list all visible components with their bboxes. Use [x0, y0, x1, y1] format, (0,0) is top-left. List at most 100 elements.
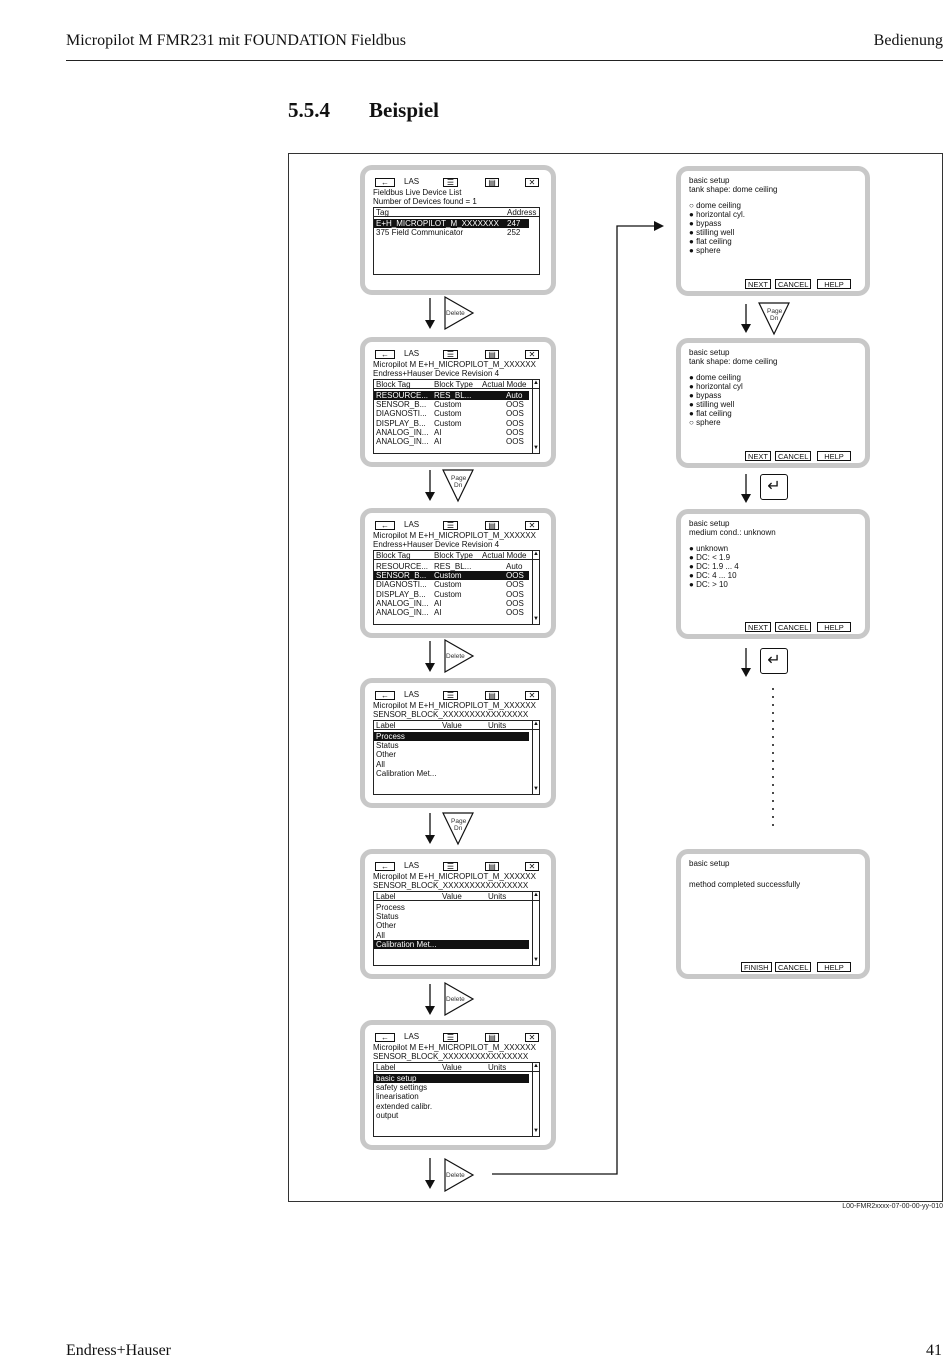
- handheld-screen-live-list: ← LAS ☰ ▤ ✕ Fieldbus Live Device List Nu…: [360, 165, 556, 295]
- help-button[interactable]: HELP: [817, 451, 851, 461]
- radio-option[interactable]: ● unknown: [689, 543, 729, 553]
- close-icon[interactable]: ✕: [525, 1033, 539, 1042]
- help-button[interactable]: HELP: [817, 622, 851, 632]
- scrollbar[interactable]: [532, 379, 539, 454]
- hot-key-icon[interactable]: ☰: [443, 178, 458, 187]
- next-button[interactable]: NEXT: [745, 279, 772, 289]
- menu-item[interactable]: Calibration Met...: [374, 940, 529, 950]
- radio-option[interactable]: ● dome ceiling: [689, 372, 741, 382]
- document-icon[interactable]: ▤: [485, 1033, 499, 1042]
- close-icon[interactable]: ✕: [525, 862, 539, 871]
- hot-key-icon[interactable]: ☰: [443, 350, 458, 359]
- radio-option[interactable]: ● DC: 4 ... 10: [689, 570, 737, 580]
- block-name: SENSOR_BLOCK_XXXXXXXXXXXXXXXX: [373, 1052, 529, 1062]
- radio-option[interactable]: ● bypass: [689, 218, 722, 228]
- menu-item[interactable]: Calibration Met...: [376, 769, 437, 779]
- document-icon[interactable]: ▤: [485, 521, 499, 530]
- hot-key-icon[interactable]: ☰: [443, 1033, 458, 1042]
- menu-item[interactable]: Other: [376, 921, 397, 931]
- delete-key[interactable]: Delete: [443, 982, 475, 1016]
- scrollbar[interactable]: [532, 1062, 539, 1137]
- document-icon[interactable]: ▤: [485, 178, 499, 187]
- menu-item[interactable]: Process: [376, 902, 405, 912]
- cancel-button[interactable]: CANCEL: [775, 622, 812, 632]
- enter-key-icon[interactable]: ↵: [760, 648, 788, 674]
- down-arrow-icon: [425, 984, 435, 1015]
- header-rule: [66, 60, 943, 61]
- close-icon[interactable]: ✕: [525, 691, 539, 700]
- delete-key[interactable]: Delete: [443, 639, 475, 673]
- back-arrow-icon[interactable]: ←: [375, 691, 395, 700]
- scrollbar[interactable]: [532, 550, 539, 625]
- finish-button[interactable]: FINISH: [741, 962, 772, 972]
- radio-option[interactable]: ● horizontal cyl: [689, 381, 743, 391]
- hot-key-icon[interactable]: ☰: [443, 862, 458, 871]
- menu-item[interactable]: output: [376, 1111, 399, 1121]
- radio-option[interactable]: ● flat ceiling: [689, 236, 732, 246]
- menu-item[interactable]: Other: [376, 750, 397, 760]
- next-button[interactable]: NEXT: [745, 622, 772, 632]
- block-row[interactable]: RESOURCE...RES_BL...Auto: [376, 561, 523, 571]
- radio-option[interactable]: ● stilling well: [689, 227, 735, 237]
- radio-option[interactable]: ● DC: > 10: [689, 579, 728, 589]
- help-button[interactable]: HELP: [817, 962, 851, 972]
- close-icon[interactable]: ✕: [525, 521, 539, 530]
- close-icon[interactable]: ✕: [525, 350, 539, 359]
- delete-key[interactable]: Delete: [443, 1158, 475, 1192]
- hot-key-icon[interactable]: ☰: [443, 691, 458, 700]
- menu-item[interactable]: linearisation: [376, 1092, 419, 1102]
- document-icon[interactable]: ▤: [485, 862, 499, 871]
- menu-item[interactable]: Process: [374, 731, 529, 742]
- cancel-button[interactable]: CANCEL: [775, 962, 812, 972]
- enter-key-icon[interactable]: ↵: [760, 474, 788, 500]
- menu-item[interactable]: Status: [376, 741, 399, 751]
- block-row[interactable]: RESOURCE...RES_BL...Auto: [374, 390, 529, 401]
- radio-option[interactable]: ● bypass: [689, 390, 722, 400]
- back-arrow-icon[interactable]: ←: [375, 521, 395, 530]
- document-icon[interactable]: ▤: [485, 350, 499, 359]
- radio-option[interactable]: ● DC: < 1.9: [689, 552, 731, 562]
- delete-key[interactable]: Delete: [443, 296, 475, 330]
- back-arrow-icon[interactable]: ←: [375, 178, 395, 187]
- menu-item[interactable]: All: [376, 930, 385, 940]
- close-icon[interactable]: ✕: [525, 178, 539, 187]
- help-button[interactable]: HELP: [817, 279, 851, 289]
- back-arrow-icon[interactable]: ←: [375, 1033, 395, 1042]
- radio-option[interactable]: ● stilling well: [689, 399, 735, 409]
- document-icon[interactable]: ▤: [485, 691, 499, 700]
- menu-item[interactable]: basic setup: [374, 1073, 529, 1084]
- radio-option[interactable]: ○ dome ceiling: [689, 200, 741, 210]
- scrollbar[interactable]: [532, 720, 539, 795]
- hot-key-icon[interactable]: ☰: [443, 521, 458, 530]
- menu-item[interactable]: safety settings: [376, 1083, 428, 1093]
- cancel-button[interactable]: CANCEL: [775, 279, 812, 289]
- menu-item[interactable]: extended calibr.: [376, 1101, 433, 1111]
- menu-item[interactable]: All: [376, 759, 385, 769]
- back-arrow-icon[interactable]: ←: [375, 350, 395, 359]
- radio-option[interactable]: ○ sphere: [689, 417, 721, 427]
- radio-option[interactable]: ● sphere: [689, 245, 721, 255]
- radio-option[interactable]: ● horizontal cyl.: [689, 209, 745, 219]
- radio-option[interactable]: ● flat ceiling: [689, 408, 732, 418]
- back-arrow-icon[interactable]: ←: [375, 862, 395, 871]
- cancel-button[interactable]: CANCEL: [775, 451, 812, 461]
- radio-option[interactable]: ● DC: 1.9 ... 4: [689, 561, 739, 571]
- menu-item[interactable]: Status: [376, 912, 399, 922]
- next-button[interactable]: NEXT: [745, 451, 772, 461]
- scrollbar[interactable]: [532, 891, 539, 966]
